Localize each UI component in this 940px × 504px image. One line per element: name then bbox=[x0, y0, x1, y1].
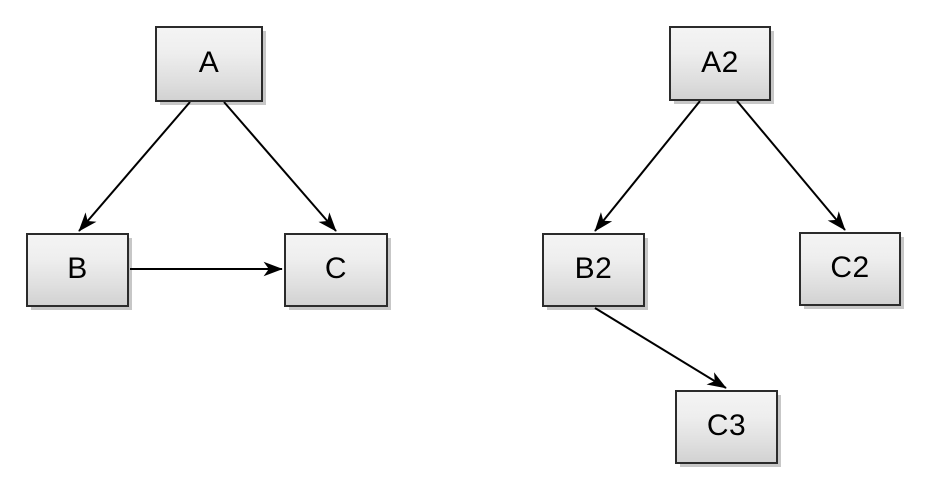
node-c2[interactable]: C2 bbox=[799, 232, 901, 306]
node-label-b: B bbox=[67, 252, 88, 285]
node-c3[interactable]: C3 bbox=[675, 390, 778, 464]
node-a[interactable]: A bbox=[155, 26, 263, 102]
node-c[interactable]: C bbox=[284, 233, 388, 307]
edge-a2-c2 bbox=[736, 100, 846, 231]
node-label-c: C bbox=[324, 252, 348, 285]
node-label-a2: A2 bbox=[701, 45, 739, 79]
node-label-c2: C2 bbox=[830, 251, 870, 284]
edges-group bbox=[78, 100, 846, 389]
edge-a-b bbox=[78, 101, 191, 232]
edge-b2-c3 bbox=[594, 307, 727, 389]
node-label-c3: C3 bbox=[706, 409, 747, 442]
node-b[interactable]: B bbox=[26, 233, 129, 307]
node-label-b2: B2 bbox=[574, 252, 613, 285]
edge-a-c bbox=[223, 101, 337, 232]
node-a2[interactable]: A2 bbox=[669, 26, 771, 101]
node-label-a: A bbox=[198, 46, 220, 79]
node-b2[interactable]: B2 bbox=[542, 233, 645, 307]
edge-a2-b2 bbox=[594, 100, 701, 232]
